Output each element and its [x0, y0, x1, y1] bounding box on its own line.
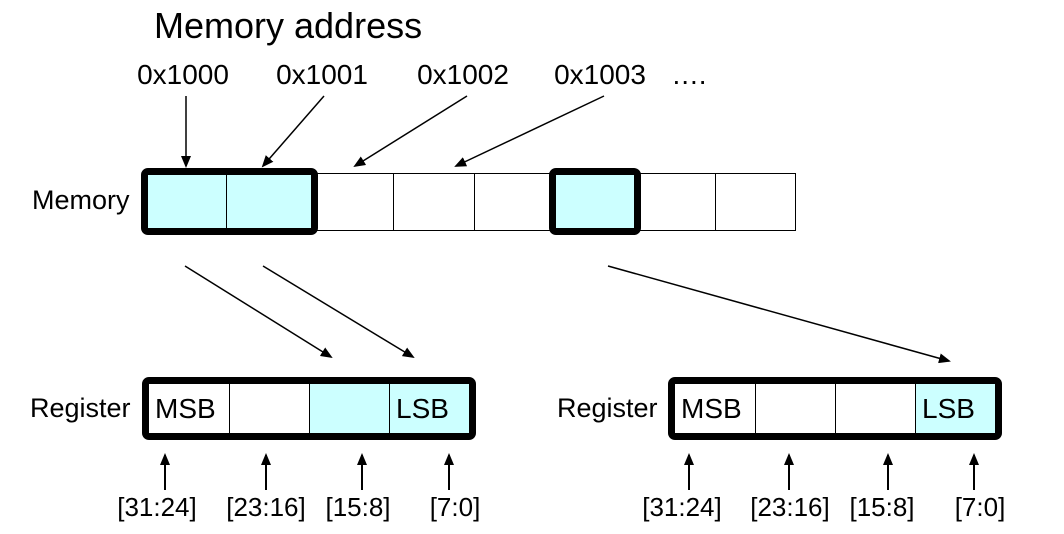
memory-to-register-left-arrow-1: [184, 265, 333, 359]
diagram-title: Memory address: [154, 5, 423, 46]
address-label-0: 0x1000: [137, 59, 229, 90]
address-label-3: 0x1003: [554, 59, 646, 90]
memory-to-register-right-arrow: [607, 265, 951, 364]
register-left-cell-1: [229, 384, 309, 433]
bit-label-left-31-24: [31:24]: [117, 492, 197, 522]
memory-highlight-box-word: [141, 168, 318, 235]
memory-cell-4: [475, 174, 554, 230]
memory-row: [145, 173, 796, 231]
memory-cell-5: [554, 174, 639, 230]
register-left-cell-lsb: LSB: [389, 384, 469, 433]
register-left: MSB LSB: [142, 377, 476, 440]
memory-label: Memory: [32, 185, 130, 215]
bit-label-left-7-0: [7:0]: [429, 492, 481, 522]
bit-label-right-15-8: [15:8]: [849, 492, 915, 522]
memory-cell-3: [394, 174, 475, 230]
memory-cell-6: [639, 174, 716, 230]
register-right-cell-msb: MSB: [675, 384, 755, 433]
memory-highlight-box-byte: [549, 168, 641, 235]
address-arrow-0x1002: [353, 95, 468, 168]
address-ellipsis: ....: [672, 59, 708, 90]
memory-cell-2: [315, 174, 394, 230]
register-right-cell-lsb: LSB: [915, 384, 995, 433]
bit-label-right-7-0: [7:0]: [954, 492, 1006, 522]
bit-label-left-23-16: [23:16]: [226, 492, 306, 522]
register-right-cell-1: [755, 384, 835, 433]
register-left-cell-msb: MSB: [149, 384, 229, 433]
register-left-cell-2: [309, 384, 389, 433]
bit-label-right-23-16: [23:16]: [750, 492, 830, 522]
address-arrow-0x1001: [261, 95, 325, 168]
bit-label-left-15-8: [15:8]: [325, 492, 391, 522]
memory-cell-7: [716, 174, 795, 230]
memory-to-register-left-arrow-2: [262, 265, 415, 359]
register-right-label: Register: [557, 393, 658, 423]
memory-cell-1: [227, 174, 315, 230]
memory-cell-0: [146, 174, 227, 230]
address-label-1: 0x1001: [276, 59, 368, 90]
address-arrow-0x1003: [454, 95, 605, 167]
register-right: MSB LSB: [668, 377, 1002, 440]
register-left-label: Register: [30, 393, 131, 423]
address-label-2: 0x1002: [417, 59, 509, 90]
bit-label-right-31-24: [31:24]: [642, 492, 722, 522]
register-right-cell-2: [835, 384, 915, 433]
